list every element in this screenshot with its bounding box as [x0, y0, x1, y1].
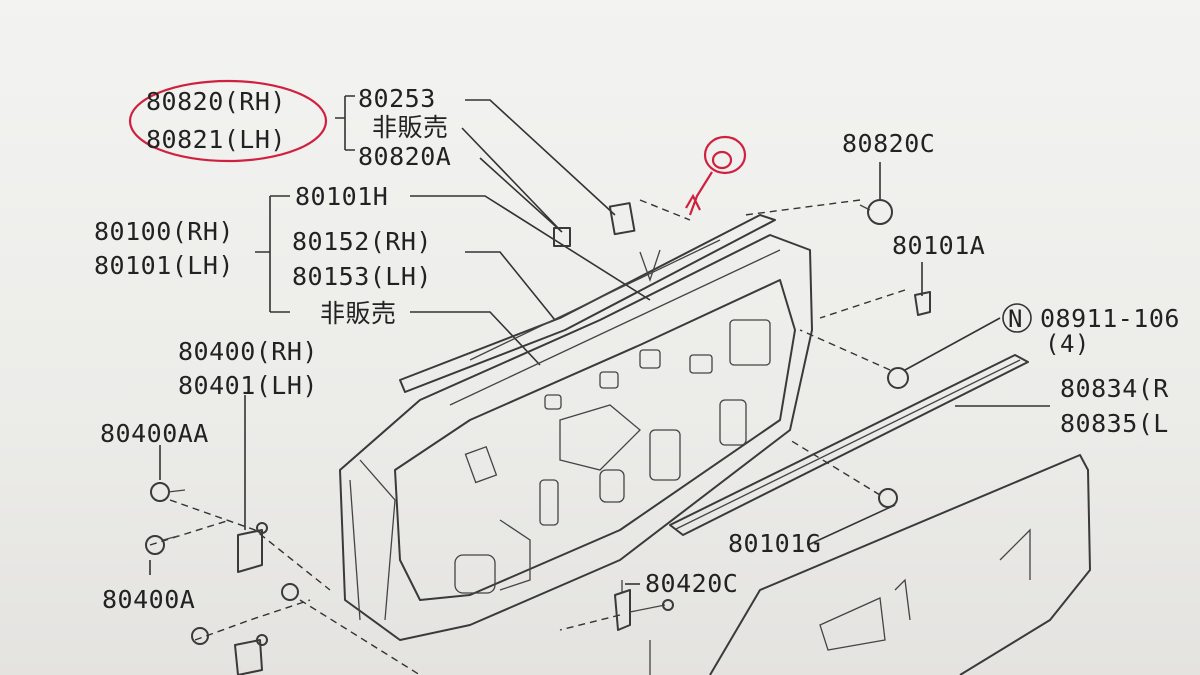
- label-80820-rh: 80820(RH): [146, 87, 286, 116]
- label-80400aa: 80400AA: [100, 419, 209, 448]
- dashed-assembly-lines: [149, 199, 906, 675]
- label-not-sold-1: 非販売: [372, 113, 449, 142]
- label-80152-rh: 80152(RH): [292, 227, 432, 256]
- label-not-sold-2: 非販売: [320, 299, 397, 328]
- label-80101-lh: 80101(LH): [94, 251, 234, 280]
- label-08911-quantity: (4): [1045, 330, 1090, 358]
- label-80101a: 80101A: [892, 231, 985, 260]
- label-80420c: 80420C: [645, 569, 738, 598]
- label-80401-lh: 80401(LH): [178, 371, 318, 400]
- red-annotations: [128, 79, 747, 216]
- label-80834-rh: 80834(R: [1060, 374, 1169, 403]
- label-80821-lh: 80821(LH): [146, 125, 286, 154]
- label-80100-rh: 80100(RH): [94, 217, 234, 246]
- red-pointer-mark: [685, 135, 747, 216]
- door-glass-drawing: [709, 454, 1091, 675]
- label-80101g: 80101G: [728, 529, 821, 558]
- label-80400-rh: 80400(RH): [178, 337, 318, 366]
- weatherstrip-drawing: [669, 354, 1029, 536]
- label-80101h: 80101H: [295, 182, 388, 211]
- label-08911: 08911-106: [1040, 304, 1180, 333]
- nut-symbol-circle: [1002, 303, 1032, 333]
- label-80400a: 80400A: [102, 585, 195, 614]
- label-80835-lh: 80835(L: [1060, 409, 1169, 438]
- label-80820a: 80820A: [358, 142, 451, 171]
- label-80253: 80253: [358, 84, 436, 113]
- label-nut-symbol: N: [1008, 305, 1023, 333]
- red-circle-around-part-number: [128, 79, 328, 163]
- part-labels: 80820(RH) 80821(LH) 80253 非販売 80820A 808…: [94, 84, 1180, 614]
- leader-lines: [149, 95, 1050, 585]
- label-80153-lh: 80153(LH): [292, 262, 432, 291]
- door-shell-drawing: [234, 214, 813, 675]
- label-80820c: 80820C: [842, 129, 935, 158]
- fasteners: [145, 199, 931, 675]
